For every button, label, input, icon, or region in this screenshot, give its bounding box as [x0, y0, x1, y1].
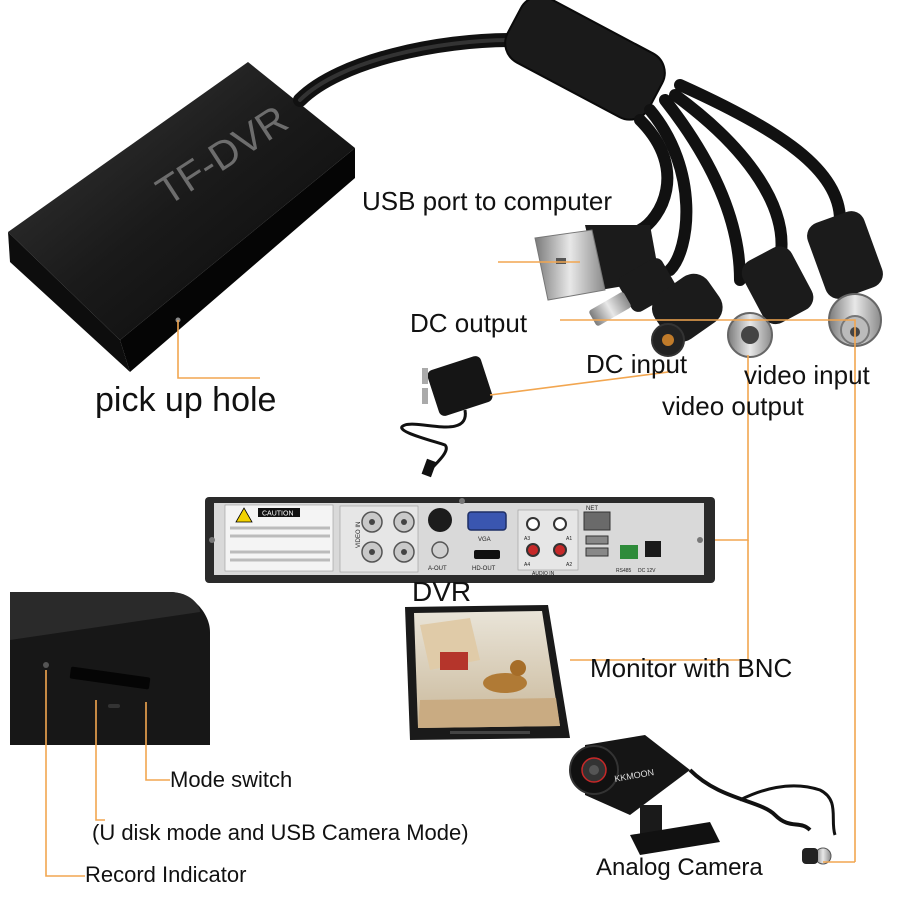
pick-up-hole-label: pick up hole: [95, 381, 277, 419]
dvr-audio-port-a2: A2: [566, 562, 572, 568]
dvr-rs485-label: RS485: [616, 568, 632, 574]
record-indicator-label: Record Indicator: [85, 862, 247, 887]
cable-bundle: [293, 0, 846, 286]
dvr-hdout-label: HD-OUT: [472, 566, 496, 572]
dc-input-label: DC input: [586, 349, 688, 379]
callout-dc-input: [489, 360, 669, 396]
dvr-vga-label: VGA: [478, 537, 491, 543]
dvr-dc12v-label: DC 12V: [638, 568, 656, 574]
callout-lines: [45, 261, 856, 877]
callout-record-indicator: [45, 670, 85, 877]
monitor-label: Monitor with BNC: [590, 653, 793, 683]
dvr-label: DVR: [412, 576, 472, 607]
device-closeup: [10, 592, 210, 745]
video-input-label: video input: [744, 360, 870, 390]
monitor: [405, 605, 570, 740]
bnc-video-output: [727, 246, 814, 358]
dc-output-label: DC output: [410, 308, 528, 338]
dvr-videoin-label: VIDEO IN: [356, 522, 362, 548]
dvr-audio-port-a1: A1: [566, 536, 572, 542]
video-output-label: video output: [662, 391, 804, 421]
camera-label: Analog Camera: [596, 854, 763, 881]
dc-socket: [651, 273, 723, 357]
dvr-net-label: NET: [586, 506, 598, 512]
analog-camera: KKMOON: [569, 735, 837, 865]
tf-dvr-device: TF-DVR: [8, 62, 355, 372]
mode-note-label: (U disk mode and USB Camera Mode): [92, 820, 469, 845]
callout-mode-switch: [145, 702, 170, 781]
dvr-audio-ports: [526, 517, 567, 557]
dvr-audioin-label: AUDIO IN: [532, 571, 555, 577]
mode-switch-slot: [69, 666, 151, 690]
bnc-video-input: [807, 211, 883, 347]
record-indicator-led: [43, 662, 49, 668]
callout-mode-note: [95, 700, 105, 821]
usb-port-label: USB port to computer: [362, 186, 612, 216]
dvr-audio-port-a3: A3: [524, 536, 530, 542]
device-front-face: [8, 232, 130, 372]
dvr-bnc-ports: [361, 511, 415, 563]
dvr-aout-label: A-OUT: [428, 566, 447, 572]
device-side-face: [120, 148, 355, 372]
callout-pickup-hole: [177, 320, 260, 379]
device-top-face: [8, 62, 355, 340]
mode-switch-label: Mode switch: [170, 767, 293, 792]
dvr-audio-port-a4: A4: [524, 562, 530, 568]
power-adapter: [400, 356, 493, 478]
dvr-caution-label: CAUTION: [262, 511, 294, 518]
callout-monitor: [570, 540, 749, 661]
callout-video-input: [600, 319, 856, 862]
dvr-recorder: CAUTION VIDEO IN A-OUT VGA HD-OUT A3 A1 …: [205, 497, 715, 583]
